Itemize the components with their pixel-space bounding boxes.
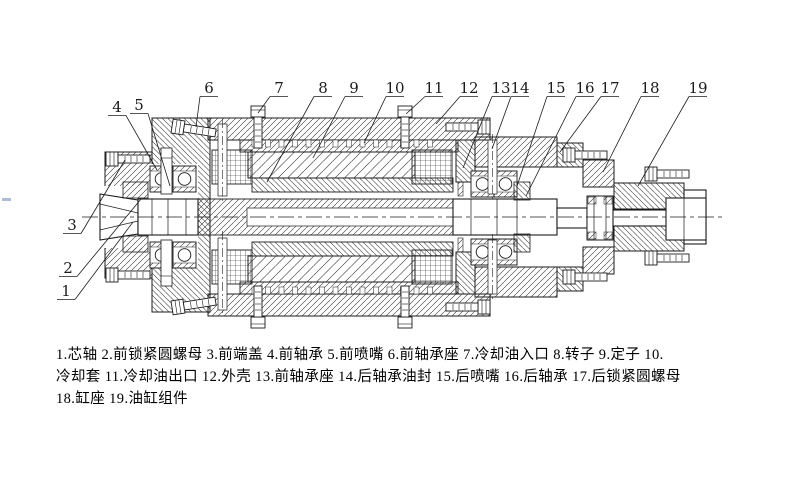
cooling-notch xyxy=(278,139,285,148)
front-locknut xyxy=(122,181,149,253)
cooling-notch xyxy=(413,286,420,295)
callout-leader-12 xyxy=(435,96,461,125)
callout-leader-4 xyxy=(125,115,158,171)
cooling-notch xyxy=(386,286,393,295)
rear-locknut xyxy=(586,195,614,241)
callout-leader-5 xyxy=(147,113,171,187)
callout-9: 9 xyxy=(349,79,359,97)
cooling-notch xyxy=(373,286,379,295)
cooling-notch xyxy=(319,286,325,295)
callout-14: 14 xyxy=(510,79,529,97)
caption-line-1: 1.芯轴 2.前锁紧圆螺母 3.前端盖 4.前轴承 5.前喷嘴 6.前轴承座 7… xyxy=(56,347,664,363)
callout-leader-1 xyxy=(74,221,134,300)
callout-leader-13 xyxy=(462,96,493,169)
cooling-notch xyxy=(373,139,379,148)
cooling-notch xyxy=(292,286,298,295)
callout-17: 17 xyxy=(600,79,619,97)
callout-leader-10 xyxy=(363,96,387,144)
cooling-notch xyxy=(346,139,352,148)
cooling-notch xyxy=(359,286,366,295)
callout-leader-14 xyxy=(491,96,512,150)
caption-line-2: 冷却套 11.冷却油出口 12.外壳 13.前轴承座 14.后轴承油封 15.后… xyxy=(56,369,681,385)
cooling-notch xyxy=(305,139,312,148)
oil-channels xyxy=(217,119,498,315)
callout-10: 10 xyxy=(385,79,404,97)
callout-leader-7 xyxy=(257,96,271,114)
callout-leader-2 xyxy=(76,198,142,277)
callout-leader-9 xyxy=(312,96,346,159)
caption-line-3: 18.缸座 19.油缸组件 xyxy=(56,391,189,407)
callout-leader-11 xyxy=(405,96,426,115)
callout-8: 8 xyxy=(318,79,328,97)
cooling-notch xyxy=(278,286,285,295)
cooling-notch xyxy=(332,286,339,295)
cooling-notch xyxy=(427,139,433,148)
callout-12: 12 xyxy=(459,79,478,97)
callout-4: 4 xyxy=(112,98,122,116)
callout-leader-18 xyxy=(602,96,642,173)
callout-15: 15 xyxy=(546,79,565,97)
callout-13: 13 xyxy=(491,79,510,97)
cooling-notch xyxy=(386,139,393,148)
cooling-notch xyxy=(265,139,271,148)
cooling-notch xyxy=(332,139,339,148)
callout-19: 19 xyxy=(688,79,707,97)
callout-5: 5 xyxy=(134,96,144,114)
cooling-notch xyxy=(265,286,271,295)
rotor xyxy=(251,177,454,257)
callout-2: 2 xyxy=(63,259,73,277)
cooling-notch xyxy=(427,286,433,295)
callout-6: 6 xyxy=(204,79,214,97)
callout-leader-8 xyxy=(266,96,315,183)
callout-11: 11 xyxy=(424,79,443,97)
callout-16: 16 xyxy=(575,79,594,97)
callout-leader-6 xyxy=(195,96,201,128)
parts-list-caption: 1.芯轴 2.前锁紧圆螺母 3.前端盖 4.前轴承 5.前喷嘴 6.前轴承座 7… xyxy=(56,344,762,410)
cooling-notch xyxy=(413,139,420,148)
cooling-notch xyxy=(346,286,352,295)
callout-3: 3 xyxy=(67,216,77,234)
cursor-artifact xyxy=(2,198,11,201)
oil-cylinder-body xyxy=(613,182,685,252)
callout-1: 1 xyxy=(61,282,71,300)
callout-leader-19 xyxy=(637,96,690,187)
callout-18: 18 xyxy=(640,79,659,97)
callout-leader-17 xyxy=(559,96,602,153)
cooling-notch xyxy=(292,139,298,148)
cooling-notch xyxy=(359,139,366,148)
callout-leader-16 xyxy=(525,96,577,197)
front-nozzle xyxy=(160,147,173,287)
callout-leader-3 xyxy=(80,159,126,234)
cooling-notch xyxy=(305,286,312,295)
callout-leader-15 xyxy=(516,96,548,187)
stator-core xyxy=(247,151,416,283)
callout-7: 7 xyxy=(274,79,284,97)
